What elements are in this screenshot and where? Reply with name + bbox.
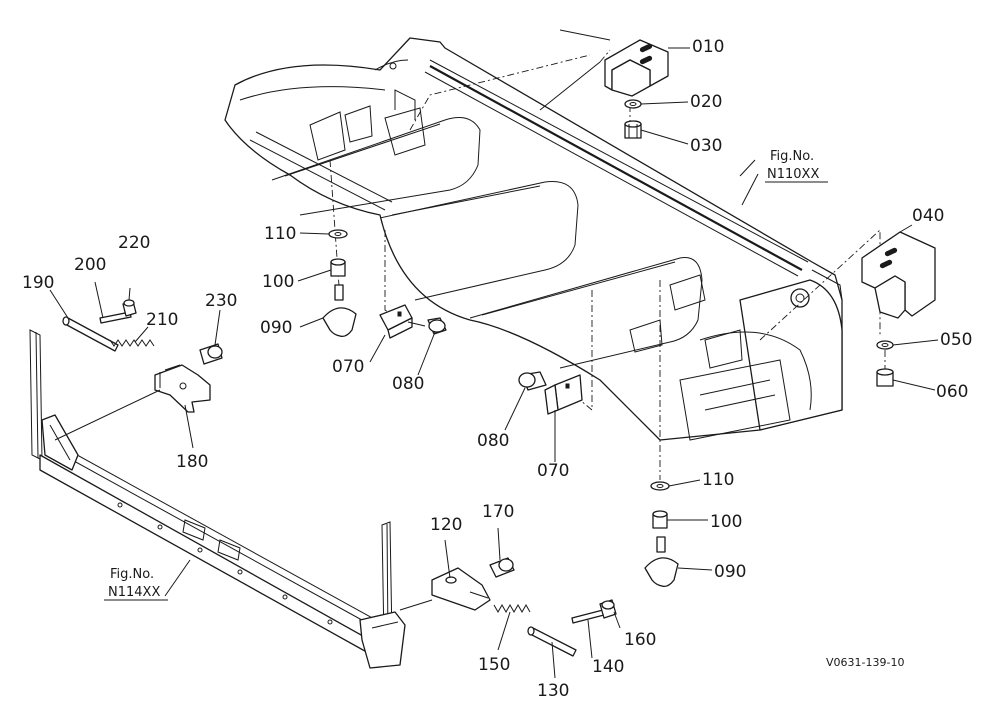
callout-labels: 010 020 030 040 050 060 070 070 080 080 …	[22, 37, 972, 701]
fig-ref-upper-label: Fig.No.	[770, 149, 814, 164]
callout-060: 060	[936, 382, 968, 402]
lock-plate-link-line	[54, 389, 161, 441]
callout-080-lower: 080	[477, 431, 509, 451]
part-190-pin	[62, 316, 119, 352]
part-040-bracket	[861, 231, 936, 319]
callout-230: 230	[205, 291, 237, 311]
callout-090-upper: 090	[260, 318, 292, 338]
part-090-bumper-left	[322, 284, 357, 338]
part-020-washer	[624, 99, 642, 109]
part-070-plate-right	[544, 374, 583, 415]
callout-150: 150	[478, 655, 510, 675]
callout-020: 020	[690, 92, 722, 112]
callout-220: 220	[118, 233, 150, 253]
callout-100-lower: 100	[710, 512, 742, 532]
part-130-pin	[527, 626, 577, 657]
part-100-nut-left	[330, 258, 346, 277]
callout-110-upper: 110	[264, 224, 296, 244]
part-170-bolt	[489, 557, 515, 578]
fig-ref-upper: Fig.No. N110XX	[765, 149, 828, 183]
part-180-lock-plate	[154, 364, 211, 413]
part-120-lock-body	[431, 567, 491, 611]
callout-160: 160	[624, 630, 656, 650]
part-200-pin	[99, 311, 132, 324]
part-090-bumper-right	[644, 536, 679, 588]
callout-120: 120	[430, 515, 462, 535]
callout-200: 200	[74, 255, 106, 275]
part-230-bolt	[199, 343, 223, 365]
part-110-washer-left	[328, 229, 348, 239]
callout-130: 130	[537, 681, 569, 701]
callout-140: 140	[592, 657, 624, 677]
callout-080-upper: 080	[392, 374, 424, 394]
part-080-bolt-right	[518, 371, 547, 391]
callout-040: 040	[912, 206, 944, 226]
part-080-bolt-left	[427, 317, 447, 335]
callout-070-upper: 070	[332, 357, 364, 377]
part-150-spring	[493, 603, 531, 614]
lower-frame	[29, 329, 406, 669]
callout-030: 030	[690, 136, 722, 156]
fig-ref-lower-number: N114XX	[108, 585, 160, 600]
callout-170: 170	[482, 502, 514, 522]
part-060-nut	[876, 368, 894, 387]
callout-010: 010	[692, 37, 724, 57]
part-160-cap	[599, 599, 617, 619]
callout-180: 180	[176, 452, 208, 472]
part-210-spring	[109, 339, 155, 347]
part-010-bracket	[604, 39, 669, 97]
callout-090-lower: 090	[714, 562, 746, 582]
part-100-nut-right	[652, 510, 668, 529]
leader-lines	[49, 47, 939, 679]
part-030-nut	[624, 120, 642, 139]
part-110-washer-right	[650, 481, 670, 491]
fig-ref-lower: Fig.No. N114XX	[104, 567, 168, 601]
callout-100-upper: 100	[262, 272, 294, 292]
part-220-cap	[122, 299, 137, 317]
roof-panel	[224, 37, 843, 441]
lock-body-link-line	[399, 599, 433, 611]
fig-ref-upper-number: N110XX	[767, 167, 819, 182]
fig-ref-lower-label: Fig.No.	[110, 567, 154, 582]
callout-070-lower: 070	[537, 461, 569, 481]
callout-050: 050	[940, 330, 972, 350]
callout-210: 210	[146, 310, 178, 330]
callout-110-lower: 110	[702, 470, 734, 490]
callout-190: 190	[22, 273, 54, 293]
part-050-washer	[876, 340, 894, 350]
drawing-number: V0631-139-10	[826, 656, 904, 669]
part-070-plate-left	[379, 304, 426, 339]
